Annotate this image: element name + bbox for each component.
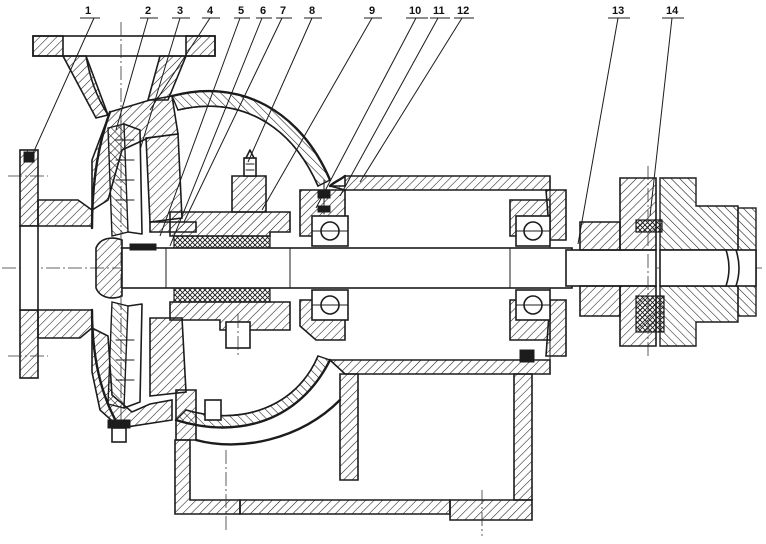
impeller (95, 120, 143, 420)
callout-3: 3 (177, 5, 183, 17)
callout-6: 6 (260, 5, 266, 17)
bearing-cap-bolt (317, 179, 331, 215)
callout-2: 2 (145, 5, 151, 17)
callout-13: 13 (612, 5, 624, 17)
callout-labels: 1 2 3 4 5 6 7 8 9 10 11 12 13 14 (85, 5, 679, 17)
callout-1: 1 (85, 5, 91, 17)
shaft-coupling (579, 166, 757, 358)
suction-nozzle (8, 149, 93, 379)
leader-lines (29, 17, 684, 247)
bearing-right (515, 215, 551, 321)
callout-9: 9 (369, 5, 375, 17)
packing-lower (173, 287, 271, 303)
packing-upper (173, 235, 271, 249)
callout-10: 10 (409, 5, 421, 17)
callout-4: 4 (207, 5, 214, 17)
coupling-elastic-upper (635, 219, 663, 233)
callout-7: 7 (280, 5, 286, 17)
callout-12: 12 (457, 5, 469, 17)
callout-8: 8 (309, 5, 315, 17)
callout-5: 5 (238, 5, 244, 17)
stuffing-box (149, 149, 291, 356)
callout-14: 14 (666, 5, 679, 17)
callout-11: 11 (433, 5, 445, 17)
pump-shaft (121, 243, 657, 289)
bearing-left (311, 215, 349, 321)
